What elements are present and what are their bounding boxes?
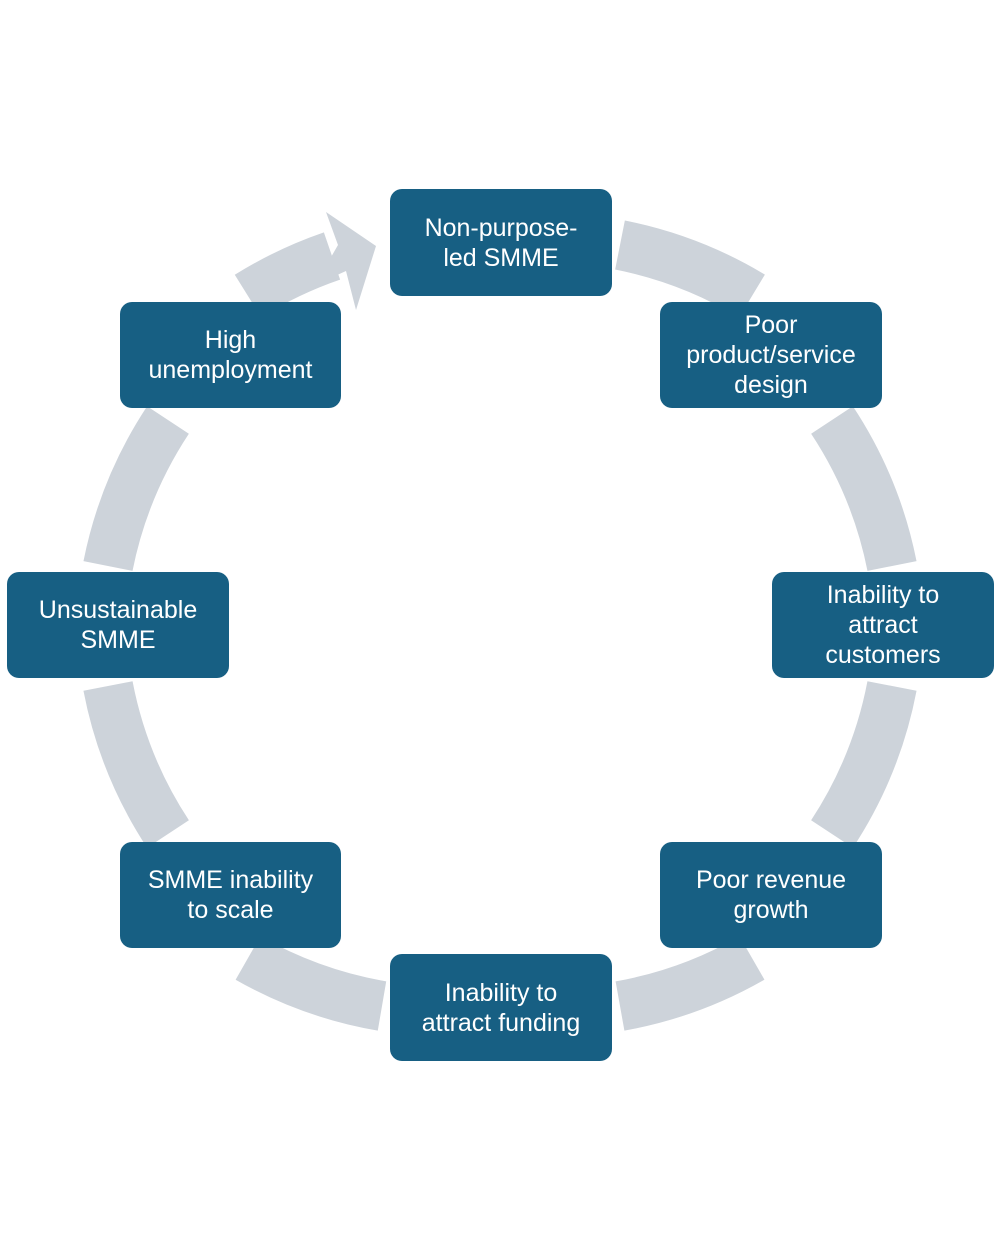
node-inability-to-attract-customers: Inability to attract customers — [772, 572, 994, 678]
ring-segment-top-right — [614, 220, 765, 318]
ring-segment-bottom-right — [615, 936, 765, 1031]
node-label: Poor product/service design — [686, 311, 856, 399]
node-label: Non-purpose- led SMME — [424, 213, 578, 272]
ring-segment-left-lower — [83, 680, 190, 848]
node-poor-product-service-design: Poor product/service design — [660, 302, 882, 408]
ring-segment-right-upper — [810, 406, 917, 572]
node-label: Inability to attract funding — [421, 978, 581, 1037]
node-poor-revenue-growth: Poor revenue growth — [660, 842, 882, 948]
node-label: High unemployment — [148, 326, 313, 384]
node-label: Poor revenue growth — [695, 866, 847, 924]
node-smme-inability-to-scale: SMME inability to scale — [120, 842, 341, 948]
node-label: Inability to attract customers — [825, 581, 941, 669]
node-inability-to-attract-funding: Inability to attract funding — [390, 954, 612, 1061]
node-label: Unsustainable SMME — [38, 596, 198, 654]
node-high-unemployment: High unemployment — [120, 302, 341, 408]
ring-segment-bottom-left — [235, 936, 387, 1031]
ring-segments — [83, 220, 917, 1031]
cycle-arrowhead — [315, 212, 376, 310]
node-label: SMME inability to scale — [147, 866, 314, 924]
ring-segment-right-lower — [810, 680, 917, 848]
ring-segment-left-upper — [83, 406, 190, 572]
node-unsustainable-smme: Unsustainable SMME — [7, 572, 229, 678]
node-non-purpose-led-smme: Non-purpose- led SMME — [390, 189, 612, 296]
ring-segment-top-left — [234, 232, 341, 318]
